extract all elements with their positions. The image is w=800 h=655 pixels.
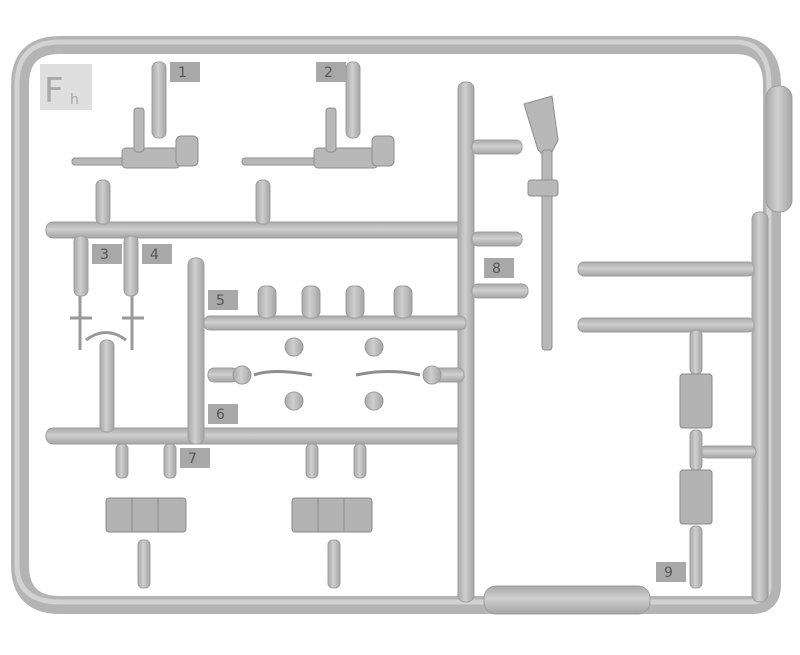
part-label-7: 7 [188, 451, 197, 467]
part-label-4: 4 [150, 247, 159, 263]
sprue-letter-plate: F h [40, 64, 92, 111]
sprue-handle-tab [765, 85, 793, 213]
part-rifle-1 [71, 107, 199, 169]
sprue-letter: F [44, 71, 64, 111]
part-label-2: 2 [324, 65, 333, 81]
part-label-6: 6 [216, 407, 225, 423]
sprue-gates [73, 61, 703, 589]
part-label-9: 9 [664, 565, 673, 581]
part-pins-3-4 [70, 296, 144, 350]
part-bottles-5 [232, 285, 442, 411]
part-long-rifle-8 [523, 95, 559, 351]
part-label-5: 5 [216, 293, 225, 309]
part-label-1: 1 [178, 65, 187, 81]
sprue-runners [45, 81, 769, 603]
part-rifle-2 [241, 107, 395, 169]
part-blocks-9 [679, 373, 713, 525]
part-number-labels: 1 2 3 4 5 6 7 8 9 [92, 62, 686, 582]
part-label-8: 8 [492, 261, 501, 277]
part-tools-6 [253, 370, 421, 377]
sprue-subletter: h [70, 92, 79, 108]
sprue-bottom-tab [483, 585, 651, 615]
part-label-3: 3 [100, 247, 109, 263]
part-pouches-7 [105, 497, 373, 533]
